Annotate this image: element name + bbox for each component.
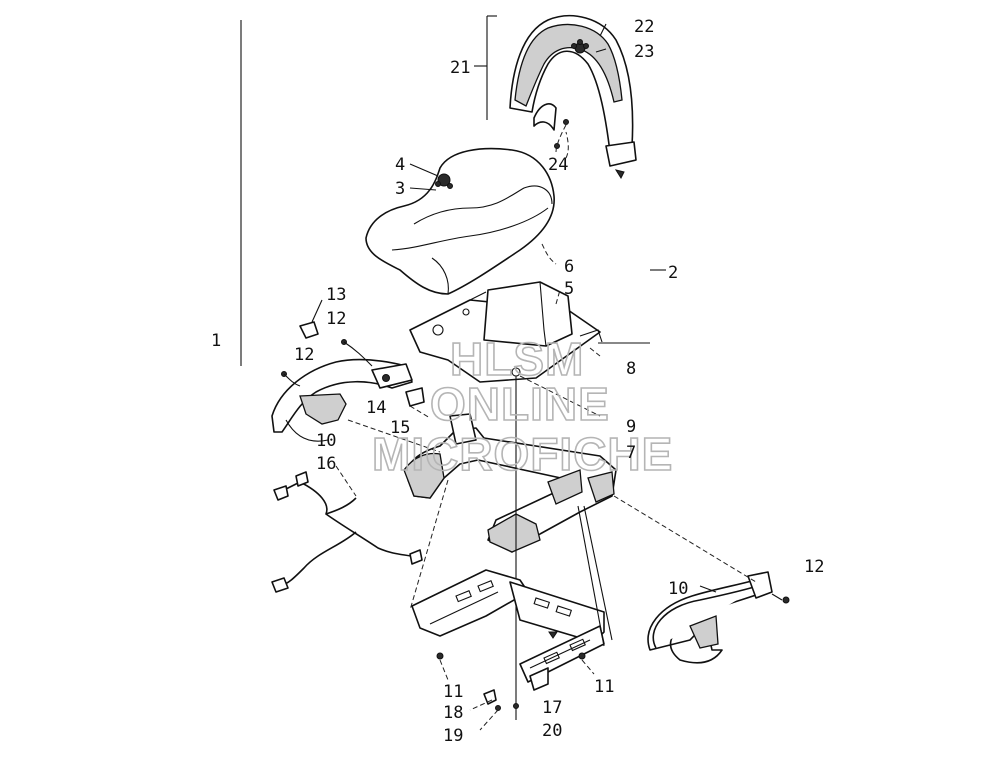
callout-label: 24 — [548, 155, 568, 175]
bracket-lines — [240, 15, 666, 366]
callout-label: 22 — [634, 17, 654, 37]
callout-label: 2 — [668, 263, 678, 283]
callout-label: 3 — [395, 179, 405, 199]
callout-label: 16 — [316, 454, 336, 474]
callout-label: 12 — [326, 309, 346, 329]
callout-label: 15 — [390, 418, 410, 438]
callout-label: 8 — [626, 359, 636, 379]
watermark: HLSM ONLINE MICROFICHE — [371, 332, 673, 481]
callout-label: 11 — [594, 677, 614, 697]
callout-label: 19 — [443, 726, 463, 746]
seat-rails — [409, 479, 613, 731]
callout-label: 14 — [366, 398, 386, 418]
callout-label: 5 — [564, 279, 574, 299]
callout-label: 18 — [443, 703, 463, 723]
callout-label: 6 — [564, 257, 574, 277]
callout-label: 11 — [443, 682, 463, 702]
callout-label: 9 — [626, 417, 636, 437]
callout-label: 23 — [634, 42, 654, 62]
callout-label: 7 — [626, 443, 636, 463]
callout-labels: 1 2 3 4 5 6 7 8 9 10 10 11 11 12 12 12 1… — [211, 17, 824, 746]
callout-label: 10 — [668, 579, 688, 599]
seat-cushion — [365, 147, 557, 295]
callout-label: 12 — [804, 557, 824, 577]
seat-frame — [403, 376, 617, 720]
callout-label: 1 — [211, 331, 221, 351]
watermark-line-1: HLSM — [450, 333, 584, 385]
backrest-assembly — [509, 14, 637, 180]
callout-label: 4 — [395, 155, 405, 175]
watermark-line-3: MICROFICHE — [372, 428, 673, 480]
right-grab-handle — [613, 495, 790, 664]
callout-label: 17 — [542, 698, 562, 718]
left-grab-handle — [271, 299, 441, 453]
callout-label: 12 — [294, 345, 314, 365]
callout-label: 20 — [542, 721, 562, 741]
wiring-harness — [271, 465, 423, 593]
watermark-line-2: ONLINE — [430, 378, 610, 430]
callout-label: 13 — [326, 285, 346, 305]
callout-label: 21 — [450, 58, 470, 78]
seat-base — [409, 281, 603, 417]
callout-label: 10 — [316, 431, 336, 451]
